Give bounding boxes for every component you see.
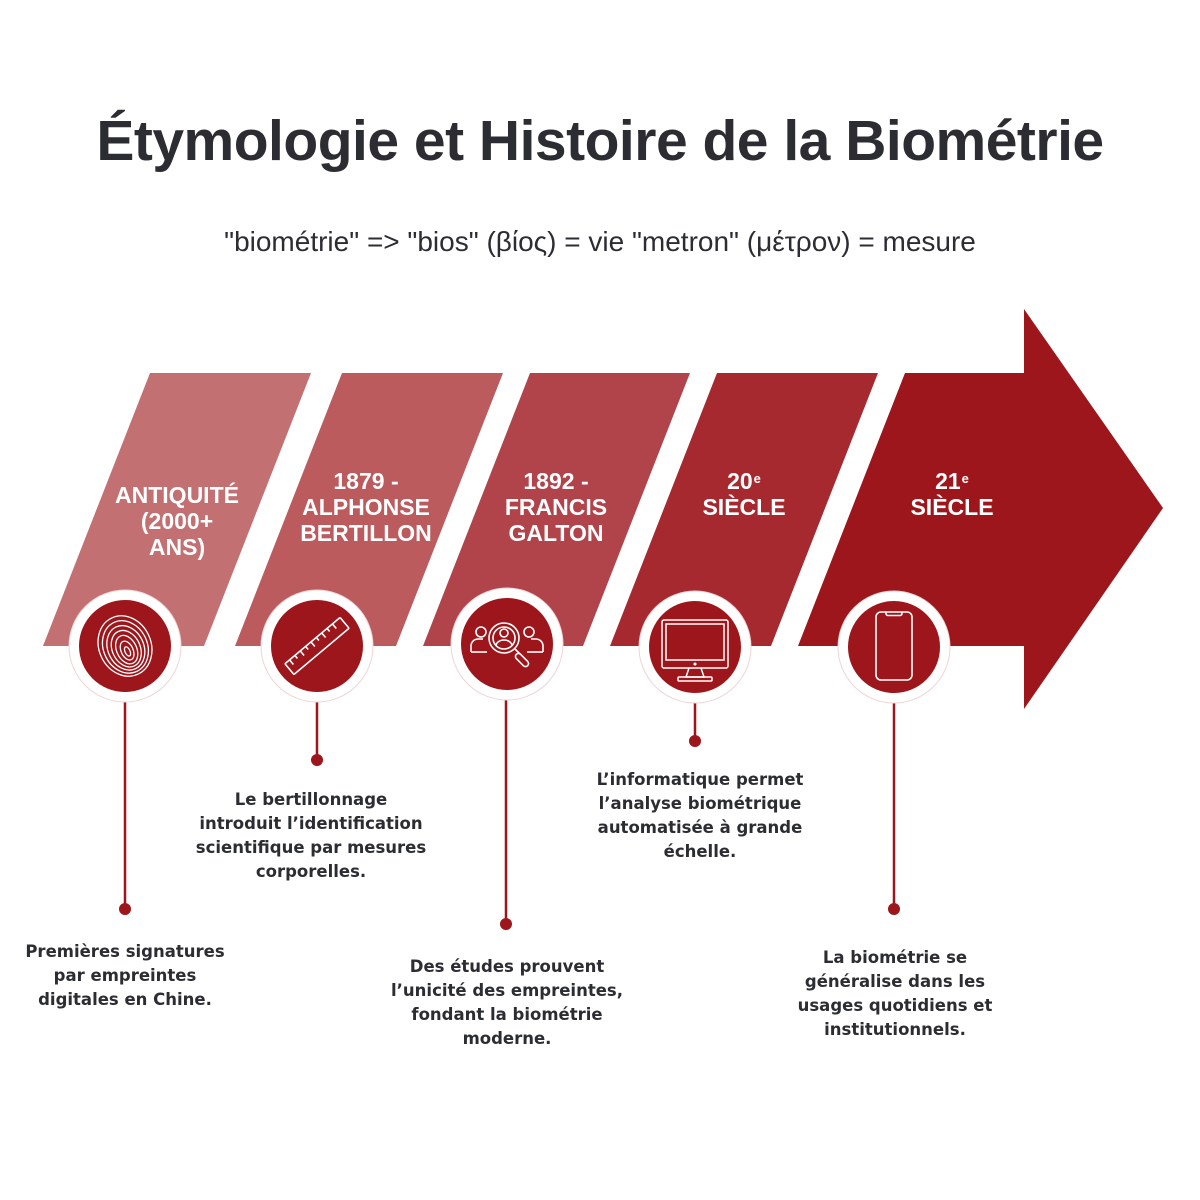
century-number: 20 <box>727 468 753 494</box>
icon-badge-3 <box>450 587 564 701</box>
description-line: Premières signatures <box>25 942 225 961</box>
stage-2-label-line: 1879 - <box>333 468 399 494</box>
stage-2-label: 1879 - ALPHONSE BERTILLON <box>300 468 432 546</box>
stage-1-label-line: ANS) <box>148 534 206 560</box>
description-line: l’unicité des empreintes, <box>391 981 623 1000</box>
stage-4-label: 20e SIÈCLE <box>702 468 785 520</box>
stage-2-label-line: BERTILLON <box>300 520 432 546</box>
description-line: par empreintes <box>53 966 197 985</box>
description-line: scientifique par mesures <box>195 838 427 857</box>
stage-1-label: ANTIQUITÉ (2000+ ANS) <box>115 482 239 560</box>
description-line: moderne. <box>462 1029 552 1048</box>
stage-2-label-line: ALPHONSE <box>302 494 430 520</box>
stage-3-label-line: 1892 - <box>523 468 589 494</box>
stage-5-description: La biométrie se généralise dans les usag… <box>798 946 993 1042</box>
icon-badge-2 <box>260 589 374 703</box>
smartphone-icon <box>875 611 913 681</box>
stage-1-description: Premières signatures par empreintes digi… <box>25 940 224 1012</box>
description-line: automatisée à grande <box>597 818 803 837</box>
etymology-subtitle: "biométrie" => "bios" (βίος) = vie "metr… <box>224 226 976 257</box>
stage-1-band <box>43 373 311 646</box>
stage-5-label-line: 21e <box>910 468 993 494</box>
stage-1-label-line: ANTIQUITÉ <box>115 482 239 508</box>
connector-3 <box>500 700 512 930</box>
connector-4 <box>689 700 701 747</box>
stage-2-description: Le bertillonnage introduit l’identificat… <box>196 788 426 884</box>
stage-3-label-line: GALTON <box>508 520 604 546</box>
description-line: corporelles. <box>255 862 367 881</box>
description-line: l’analyse biométrique <box>598 794 802 813</box>
description-line: L’informatique permet <box>596 770 804 789</box>
icon-badge-5 <box>837 590 951 704</box>
stage-3-band <box>423 373 690 646</box>
icon-badge-1 <box>68 589 182 703</box>
description-line: échelle. <box>663 842 737 861</box>
people-search-icon <box>470 622 544 668</box>
description-line: usages quotidiens et <box>797 996 993 1015</box>
stage-4-band <box>610 373 878 646</box>
ordinal-suffix: e <box>753 471 761 486</box>
connector-1 <box>119 700 131 915</box>
stage-3-label-line: FRANCIS <box>504 494 608 520</box>
description-line: Le bertillonnage <box>234 790 388 809</box>
description-line: introduit l’identification <box>199 814 423 833</box>
desktop-monitor-icon <box>661 619 729 682</box>
stage-3-description: Des études prouvent l’unicité des emprei… <box>391 955 623 1051</box>
description-line: Des études prouvent <box>409 957 605 976</box>
connector-5 <box>888 700 900 915</box>
page-title: Étymologie et Histoire de la Biométrie <box>96 109 1104 173</box>
description-line: généralise dans les <box>804 972 986 991</box>
connector-2 <box>311 700 323 766</box>
stage-5-label-line: SIÈCLE <box>910 494 994 520</box>
ordinal-suffix: e <box>961 471 969 486</box>
stage-3-label: 1892 - FRANCIS GALTON <box>505 468 607 546</box>
stage-4-description: L’informatique permet l’analyse biométri… <box>597 768 804 864</box>
century-number: 21 <box>935 468 961 494</box>
stage-4-label-line: 20e <box>702 468 785 494</box>
description-line: institutionnels. <box>824 1020 966 1039</box>
description-line: digitales en Chine. <box>38 990 212 1009</box>
stage-5-label: 21e SIÈCLE <box>910 468 993 520</box>
stage-2-band <box>235 373 503 646</box>
icon-badge-4 <box>638 590 752 704</box>
description-line: La biométrie se <box>822 948 968 967</box>
fingerprint-icon <box>97 615 153 677</box>
stage-1-label-line: (2000+ <box>140 508 214 534</box>
stage-4-label-line: SIÈCLE <box>702 494 786 520</box>
description-line: fondant la biométrie <box>411 1005 603 1024</box>
ruler-icon <box>284 617 350 675</box>
